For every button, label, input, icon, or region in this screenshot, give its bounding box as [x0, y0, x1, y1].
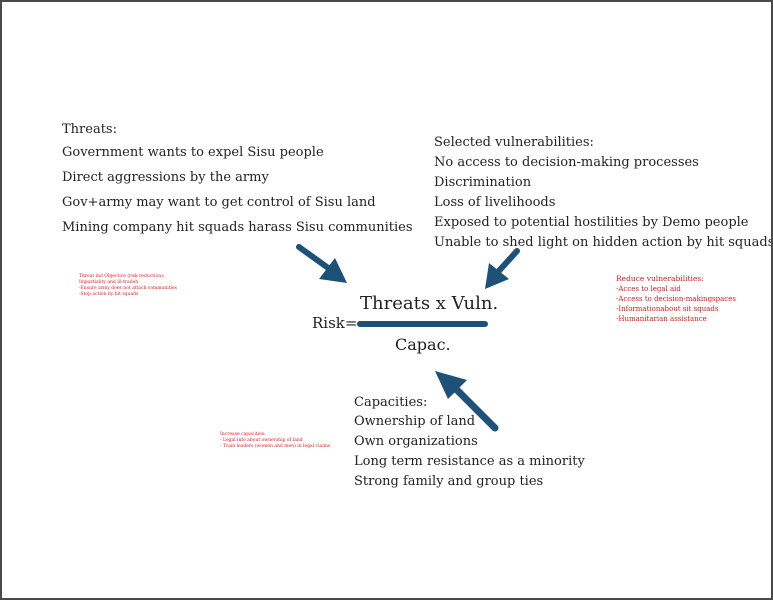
threats-heading: Threats: — [62, 122, 117, 137]
threats-block: Threats: Government wants to expel Sisu … — [62, 121, 413, 240]
capacities-arrow-icon — [435, 371, 499, 432]
capacity-item: Ownership of land — [354, 414, 476, 429]
capacities-note-line: - Train leaders (women and men) in legal… — [220, 444, 331, 449]
vulnerabilities-note: Reduce vulnerabilities: -Acces to legal … — [616, 274, 736, 324]
threat-item: Mining company hit squads harass Sisu co… — [62, 220, 413, 235]
vulnerability-item: Loss of livelihoods — [434, 195, 556, 210]
fraction-bar — [357, 321, 488, 327]
vulnerabilities-note-line: -Informationabout sit squads — [616, 305, 719, 313]
formula-risk-label: Risk= — [312, 314, 358, 332]
capacities-note: Increase capacities: - Legal info about … — [220, 432, 330, 450]
capacities-block: Capacities: Ownership of land Own organi… — [354, 394, 585, 492]
vulnerabilities-note-line: -Access to decision-makingspaces — [616, 295, 736, 303]
capacity-item: Strong family and group ties — [354, 474, 544, 489]
threat-item: Direct aggressions by the army — [62, 170, 269, 185]
vulnerability-item: No access to decision-making processes — [434, 155, 699, 170]
vulnerabilities-heading: Selected vulnerabilities: — [434, 135, 594, 150]
vulnerabilities-block: Selected vulnerabilities: No access to d… — [434, 134, 773, 253]
formula-denominator: Capac. — [395, 335, 451, 354]
threats-arrow-icon — [296, 244, 347, 283]
threats-note-line: -Stop action by hit squads — [79, 292, 139, 297]
capacities-note-line: Increase capacities: — [220, 432, 266, 437]
vulnerabilities-arrow-icon — [485, 248, 520, 289]
threats-note-line: -Ensure army does not attack communities — [79, 286, 177, 291]
capacities-note-line: - Legal info about ownership of land — [220, 438, 303, 443]
threat-item: Government wants to expel Sisu people — [62, 145, 324, 160]
vulnerability-item: Exposed to potential hostilities by Demo… — [434, 215, 749, 230]
threat-item: Gov+army may want to get control of Sisu… — [62, 195, 376, 210]
vulnerabilities-note-line: -Acces to legal aid — [616, 285, 681, 293]
capacity-item: Own organizations — [354, 434, 478, 449]
threats-note: Threat ind Objective (risk reduction): I… — [79, 274, 177, 298]
threats-note-line: Impartiality and ill-tradeh — [79, 280, 139, 285]
vulnerability-item: Discrimination — [434, 175, 532, 190]
capacity-item: Long term resistance as a minority — [354, 454, 585, 469]
capacities-heading: Capacities: — [354, 395, 428, 410]
formula-numerator: Threats x Vuln. — [360, 293, 499, 314]
vulnerabilities-note-line: -Humanitarian assistance — [616, 315, 707, 323]
threats-note-line: Threat ind Objective (risk reduction): — [79, 274, 165, 279]
vulnerabilities-note-title: Reduce vulnerabilities: — [616, 274, 704, 283]
vulnerability-item: Unable to shed light on hidden action by… — [434, 235, 773, 250]
